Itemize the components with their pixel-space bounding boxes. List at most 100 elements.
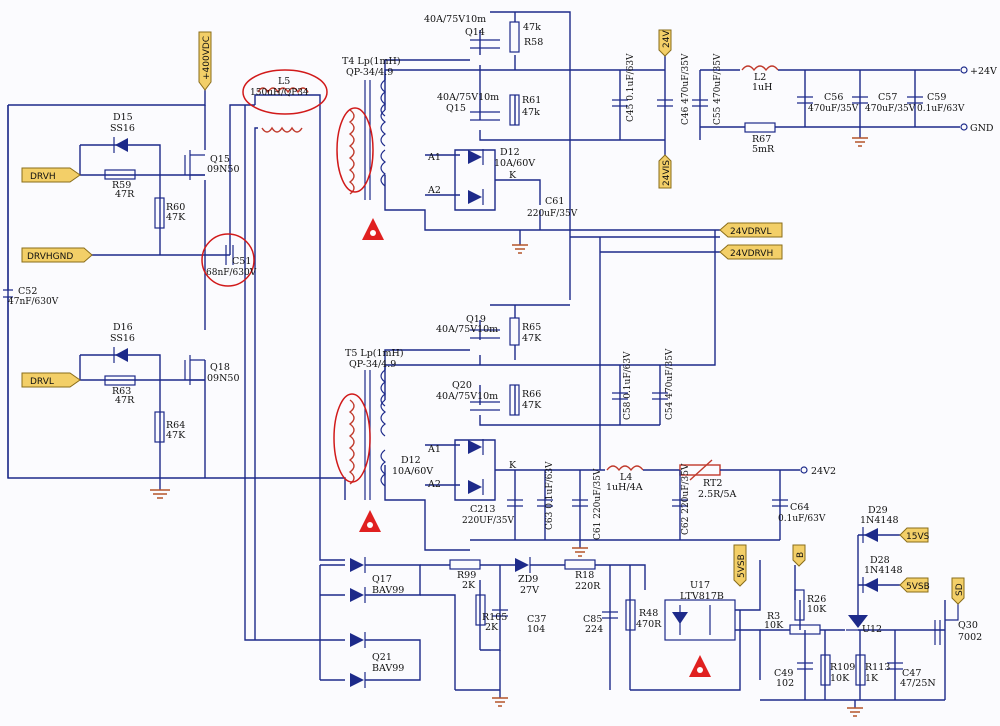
label-t4-val: QP-34/4.9 [346, 67, 393, 78]
label-q18-val: 09N50 [207, 373, 240, 384]
label-q19-ref: Q19 [466, 314, 486, 325]
label-c213-val: 220UF/35V [462, 516, 514, 526]
label-r18-val: 220R [575, 581, 601, 592]
label-d12b-val: 10A/60V [392, 466, 433, 477]
label-r60-ref: R60 [166, 202, 185, 213]
red-annotations [201, 69, 711, 677]
label-u17-ref: U17 [690, 580, 710, 591]
label-c85-val: 224 [585, 624, 603, 635]
label-c63: C63 0.1uF/63V [545, 461, 555, 530]
label-rt2-ref: RT2 [703, 478, 722, 489]
label-q19-val: 40A/75V10m [436, 324, 498, 335]
terminal-24v: +24V [970, 66, 997, 77]
flag-sd: SD [951, 577, 965, 605]
label-l2-ref: L2 [754, 72, 766, 83]
label-q18-ref: Q18 [210, 362, 230, 373]
label-c47-val: 47/25N [900, 678, 936, 689]
label-d16-ref: D16 [113, 322, 133, 333]
label-q14-ref: Q14 [465, 27, 485, 38]
label-l5-val: 150uH/QP34 [250, 88, 309, 98]
left-half-bridge [3, 90, 255, 499]
label-r3-val: 10K [764, 620, 784, 631]
label-c85-ref: C85 [583, 614, 602, 625]
label-r63-val: 47R [115, 395, 135, 406]
label-c56-ref: C56 [824, 92, 843, 103]
label-r109-val: 10K [830, 673, 850, 684]
label-d28-val: 1N4148 [864, 565, 903, 576]
label-r58-val: 47k [523, 22, 541, 33]
label-c46: C46 470uF/35V [681, 53, 691, 125]
label-r3-ref: R3 [767, 611, 780, 622]
label-c64-val: 0.1uF/63V [778, 514, 826, 524]
label-c57-ref: C57 [878, 92, 897, 103]
label-t4-ref: T4 Lp(1mH) [342, 56, 401, 67]
flag-24vdrvl: 24VDRVL [719, 222, 783, 238]
label-r113-ref: R113 [865, 662, 890, 673]
label-c61-val: 220uF/35V [527, 209, 578, 219]
label-t5-val: QP-34/4.9 [349, 359, 396, 370]
label-r64-val: 47K [166, 430, 186, 441]
label-r66-ref: R66 [522, 389, 541, 400]
label-r26-ref: R26 [807, 594, 826, 605]
label-q20-ref: Q20 [452, 380, 472, 391]
label-q17-val: BAV99 [372, 585, 404, 596]
label-r105-val: 2K [485, 622, 499, 633]
magnetics [205, 79, 386, 641]
label-a1-top: A1 [427, 152, 441, 163]
label-u17-val: LTV817B [680, 591, 724, 602]
label-rt2-val: 2.5R/5A [698, 489, 737, 500]
label-d29-ref: D29 [868, 505, 888, 516]
lower-secondary [384, 230, 808, 557]
label-r113-val: 1K [865, 673, 879, 684]
flag-drvhgnd-text: DRVHGND [27, 252, 73, 262]
label-q30-ref: Q30 [958, 620, 978, 631]
label-q15a-val: 09N50 [207, 164, 240, 175]
label-q17-ref: Q17 [372, 574, 392, 585]
flag-24vis-text: 24VIS [662, 160, 672, 186]
label-l4-val: 1uH/4A [606, 482, 643, 493]
label-r48-ref: R48 [639, 608, 658, 619]
label-r61-val: 47k [522, 107, 540, 118]
label-r59-ref: R59 [112, 180, 131, 191]
flag-sd-text: SD [955, 583, 965, 596]
label-c51-ref: C51 [232, 256, 251, 267]
flag-15vs: 15VS [899, 527, 930, 543]
label-c51-val: 68nF/630V [206, 268, 257, 278]
label-c59-val: 0.1uF/63V [917, 104, 965, 114]
label-zd9-ref: ZD9 [518, 574, 538, 585]
label-q14-val: 40A/75V10m [424, 14, 486, 25]
flag-5vsb-right: 5VSB [899, 577, 930, 593]
label-q30-val: 7002 [958, 632, 982, 643]
label-d12b-ref: D12 [401, 455, 421, 466]
flag-24v-top-text: 24V [662, 30, 672, 48]
label-c49-val: 102 [776, 678, 794, 689]
label-q15b-val: 40A/75V10m [437, 92, 499, 103]
flag-drvhgnd: DRVHGND [21, 247, 93, 263]
label-c37-val: 104 [527, 624, 545, 635]
label-r67-ref: R67 [752, 134, 771, 145]
label-r105-ref: R105 [482, 612, 507, 623]
label-l5-ref: L5 [278, 76, 290, 87]
label-c49-ref: C49 [774, 668, 793, 679]
flag-24v-top: 24V [658, 29, 672, 57]
label-zd9-val: 27V [520, 585, 539, 596]
label-r99-val: 2K [462, 580, 476, 591]
label-c37-ref: C37 [527, 614, 546, 625]
label-d16-val: SS16 [110, 333, 135, 344]
label-c61-ref: C61 [545, 196, 564, 207]
label-q15a-ref: Q15 [210, 154, 230, 165]
label-r67-val: 5mR [752, 144, 775, 155]
label-a2-bottom: A2 [427, 479, 441, 490]
label-a2-top: A2 [427, 185, 441, 196]
label-r48-val: 470R [636, 619, 662, 630]
label-c52-ref: C52 [18, 286, 37, 297]
label-r61-ref: R61 [522, 95, 541, 106]
flag-drvl: DRVL [21, 372, 81, 388]
flag-24vdrvh: 24VDRVH [719, 244, 783, 260]
flag-b: B [792, 544, 806, 567]
label-r60-val: 47K [166, 212, 186, 223]
flag-drvl-text: DRVL [30, 377, 54, 387]
